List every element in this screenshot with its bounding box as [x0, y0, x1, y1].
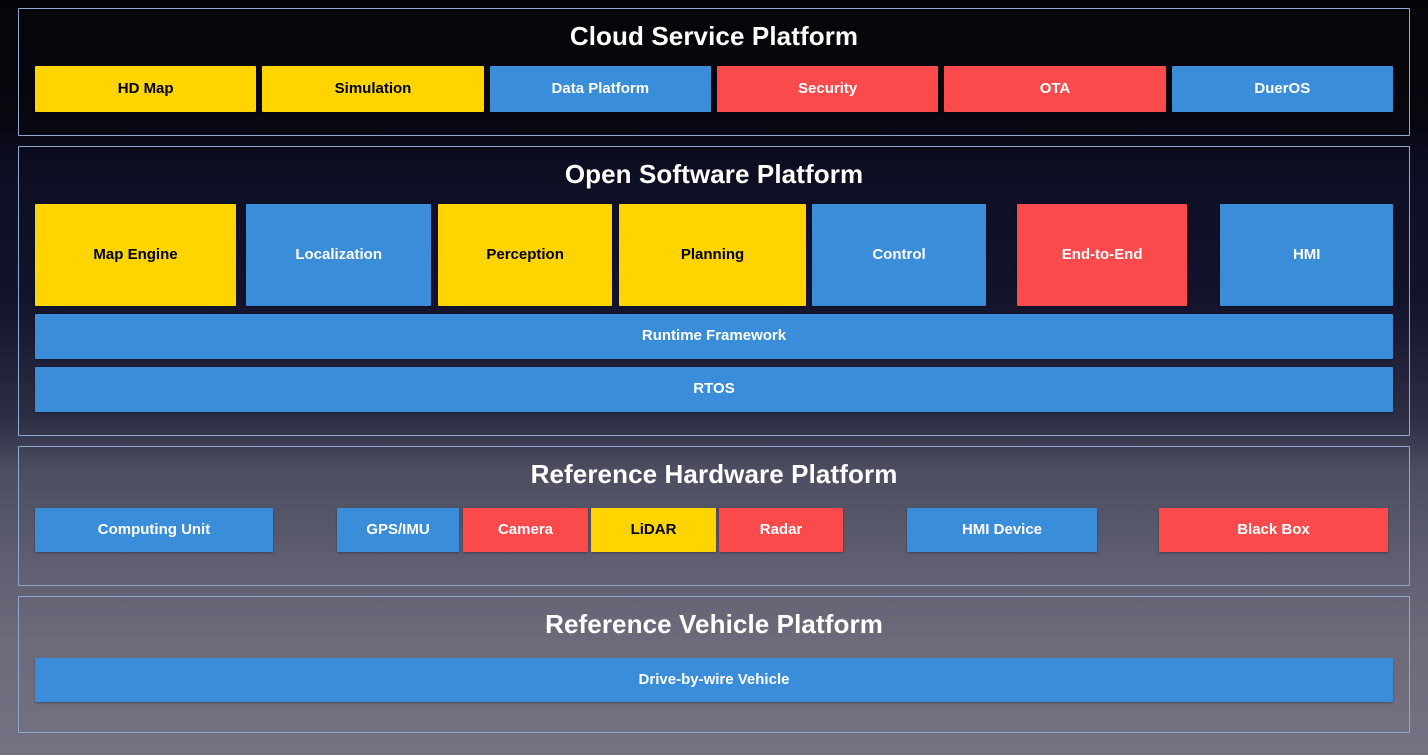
node-simulation[interactable]: Simulation	[262, 66, 484, 112]
node-radar[interactable]: Radar	[719, 508, 843, 552]
node-security[interactable]: Security	[716, 66, 939, 112]
node-control[interactable]: Control	[812, 204, 986, 306]
layer-title-open-software-platform: Open Software Platform	[564, 159, 864, 189]
node-drive-by-wire-vehicle[interactable]: Drive-by-wire Vehicle	[35, 658, 1393, 702]
node-perception[interactable]: Perception	[438, 204, 612, 306]
cloud-service-node-row: HD Map Simulation Data Platform Security…	[35, 66, 1393, 112]
node-black-box[interactable]: Black Box	[1159, 508, 1388, 552]
reference-vehicle-node-row: Drive-by-wire Vehicle	[35, 658, 1393, 702]
node-lidar[interactable]: LiDAR	[591, 508, 716, 552]
node-camera[interactable]: Camera	[463, 508, 588, 552]
node-hd-map[interactable]: HD Map	[35, 66, 257, 112]
node-rtos[interactable]: RTOS	[35, 367, 1393, 412]
node-computing-unit[interactable]: Computing Unit	[35, 508, 273, 552]
node-data-platform[interactable]: Data Platform	[489, 66, 711, 112]
runtime-framework-row: Runtime Framework	[35, 314, 1393, 359]
rtos-row: RTOS	[35, 367, 1393, 412]
layer-title-cloud-service-platform: Cloud Service Platform	[569, 21, 859, 51]
node-end-to-end[interactable]: End-to-End	[1016, 204, 1188, 306]
open-software-node-row: Map Engine Localization Perception Plann…	[35, 204, 1394, 306]
node-gps-imu[interactable]: GPS/IMU	[337, 508, 459, 552]
node-localization[interactable]: Localization	[246, 204, 432, 306]
node-runtime-framework[interactable]: Runtime Framework	[35, 314, 1393, 359]
layer-title-reference-vehicle-platform: Reference Vehicle Platform	[545, 609, 883, 639]
node-dueros[interactable]: DuerOS	[1171, 66, 1393, 112]
node-hmi-device[interactable]: HMI Device	[907, 508, 1097, 552]
layer-title-reference-hardware-platform: Reference Hardware Platform	[530, 459, 898, 489]
node-planning[interactable]: Planning	[618, 204, 807, 306]
layer-reference-vehicle-platform: Reference Vehicle Platform Drive-by-wire…	[18, 596, 1410, 733]
layer-open-software-platform: Open Software Platform Map Engine Locali…	[18, 146, 1410, 436]
node-hmi[interactable]: HMI	[1220, 204, 1394, 306]
node-map-engine[interactable]: Map Engine	[35, 204, 236, 306]
reference-hardware-node-row: Computing Unit GPS/IMU Camera LiDAR Rada…	[35, 508, 1393, 552]
node-ota[interactable]: OTA	[944, 66, 1166, 112]
layer-reference-hardware-platform: Reference Hardware Platform Computing Un…	[18, 446, 1410, 586]
layer-cloud-service-platform: Cloud Service Platform HD Map Simulation…	[18, 8, 1410, 136]
